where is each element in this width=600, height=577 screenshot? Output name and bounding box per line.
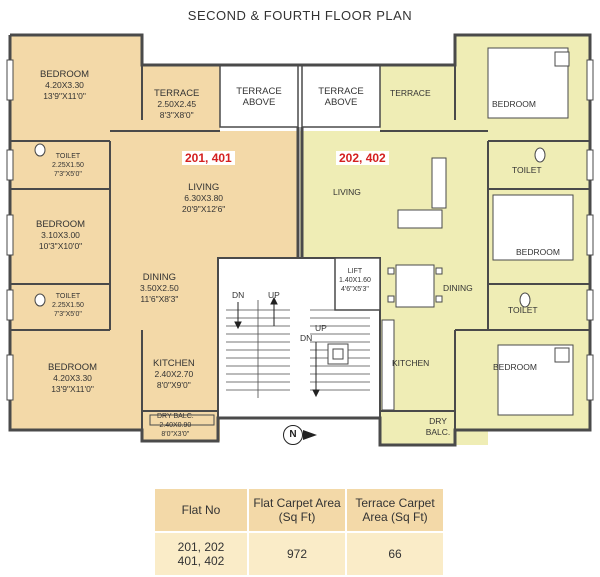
room-imperial: 13'9"X11'0" (43, 91, 86, 101)
left-bedroom-3: BEDROOM 4.20X3.30 13'9"X11'0" (48, 362, 97, 395)
room-name: LIVING (188, 182, 220, 193)
right-bedroom-2: BEDROOM (516, 247, 560, 257)
room-metric: 4.20X3.30 (45, 80, 84, 90)
north-label: N (289, 429, 297, 440)
table-row: 201, 202 401, 402 972 66 (153, 531, 445, 577)
lift-imperial: 4'6"X5'3" (341, 286, 369, 293)
room-metric: 2.50X2.45 (157, 99, 197, 109)
lift-name: LIFT (347, 268, 363, 275)
room-imperial: 20'9"X12'6" (182, 204, 226, 214)
stair-dn-label-2: DN (300, 333, 313, 343)
table-header-flat-no: Flat No (153, 487, 249, 533)
room-name: TERRACE (154, 88, 200, 99)
room-metric: 2.40X2.70 (154, 369, 194, 379)
room-name: TERRACE ABOVE (236, 86, 282, 108)
left-terrace-above: TERRACE ABOVE (232, 86, 286, 108)
room-imperial: 8'3"X8'0" (159, 110, 194, 120)
windows (6, 59, 594, 401)
room-name: BEDROOM (40, 69, 90, 80)
stair-well (327, 343, 349, 365)
room-imperial: 7'3"X5'0" (54, 171, 82, 178)
outer-walls (8, 33, 592, 447)
left-toilet-1: TOILET 2.25X1.50 7'3"X5'0" (52, 152, 84, 179)
room-metric: 6.30X3.80 (184, 193, 224, 203)
room-metric: 3.50X2.50 (140, 283, 179, 293)
room-name: KITCHEN (153, 358, 195, 369)
room-imperial: 10'3"X10'0" (38, 241, 83, 251)
left-living: LIVING 6.30X3.80 20'9"X12'6" (182, 182, 225, 215)
right-living: LIVING (333, 187, 361, 197)
left-dining: DINING 3.50X2.50 11'6"X8'3" (140, 272, 179, 305)
flat-no-line-2: 401, 402 (177, 554, 225, 568)
table-cell-terrace-area: 66 (345, 531, 445, 577)
room-imperial: 8'0"X3'0" (161, 431, 190, 438)
left-dry-balcony: DRY BALC. 2.40X0.90 8'0"X3'0" (157, 412, 194, 439)
stair-arrows (234, 296, 320, 398)
room-metric: 2.25X1.50 (52, 162, 84, 169)
room-name: DINING (142, 272, 176, 283)
room-imperial: 13'9"X11'0" (51, 384, 94, 394)
left-bedroom-2: BEDROOM 3.10X3.00 10'3"X10'0" (36, 219, 85, 252)
right-bedroom-1: BEDROOM (492, 99, 536, 109)
room-name: BEDROOM (36, 219, 86, 230)
flat-label-left: 201, 401 (182, 151, 235, 165)
room-name: DRY BALC. (157, 413, 194, 420)
flat-label-right: 202, 402 (336, 151, 389, 165)
stair-dn-label-1: DN (232, 290, 245, 300)
terrace-above-right (301, 64, 381, 128)
north-arrow-icon: N (283, 425, 303, 445)
room-name: TOILET (55, 293, 81, 300)
table-cell-flat-area: 972 (247, 531, 347, 577)
left-kitchen: KITCHEN 2.40X2.70 8'0"X9'0" (153, 358, 195, 391)
inner-walls (10, 65, 590, 430)
right-toilet-1: TOILET (512, 165, 542, 175)
area-table: Flat No Flat Carpet Area (Sq Ft) Terrace… (153, 487, 445, 577)
floor-plan-drawing (6, 33, 594, 447)
plan-title: SECOND & FOURTH FLOOR PLAN (187, 8, 413, 23)
table-header-row: Flat No Flat Carpet Area (Sq Ft) Terrace… (153, 487, 445, 533)
table-header-flat-area: Flat Carpet Area (Sq Ft) (247, 487, 347, 533)
room-metric: 4.20X3.30 (53, 373, 92, 383)
room-metric: 2.40X0.90 (159, 422, 192, 429)
furniture (34, 47, 574, 426)
right-terrace: TERRACE (390, 88, 431, 98)
room-imperial: 7'3"X5'0" (54, 311, 82, 318)
room-name: TOILET (55, 153, 81, 160)
right-dry-balcony: DRY BALC. (425, 416, 451, 437)
room-imperial: 8'0"X9'0" (156, 380, 191, 390)
right-terrace-above: TERRACE ABOVE (314, 86, 368, 108)
stair-up-label-2: UP (315, 323, 327, 333)
right-kitchen: KITCHEN (392, 358, 430, 368)
right-dining: DINING (443, 283, 473, 293)
right-toilet-2: TOILET (508, 305, 538, 315)
stair-up-label-1: UP (268, 290, 280, 300)
table-header-terrace-area: Terrace Carpet Area (Sq Ft) (345, 487, 445, 533)
right-bedroom-3: BEDROOM (493, 362, 537, 372)
room-metric: 3.10X3.00 (41, 230, 80, 240)
north-pointer-icon (303, 430, 317, 440)
flat-no-line-1: 201, 202 (177, 540, 225, 554)
room-imperial: 11'6"X8'3" (140, 294, 179, 304)
lift-label: LIFT 1.40X1.60 4'6"X5'3" (339, 267, 371, 294)
room-metric: 2.25X1.50 (52, 302, 84, 309)
terrace-above-left (219, 64, 299, 128)
left-terrace: TERRACE 2.50X2.45 8'3"X8'0" (154, 88, 199, 121)
lift-metric: 1.40X1.60 (339, 277, 371, 284)
table-cell-flat-no: 201, 202 401, 402 (153, 531, 249, 577)
room-name: TERRACE ABOVE (318, 86, 364, 108)
left-bedroom-1: BEDROOM 4.20X3.30 13'9"X11'0" (40, 69, 89, 102)
lift-shaft (334, 257, 381, 311)
left-toilet-2: TOILET 2.25X1.50 7'3"X5'0" (52, 292, 84, 319)
room-name: BEDROOM (48, 362, 98, 373)
